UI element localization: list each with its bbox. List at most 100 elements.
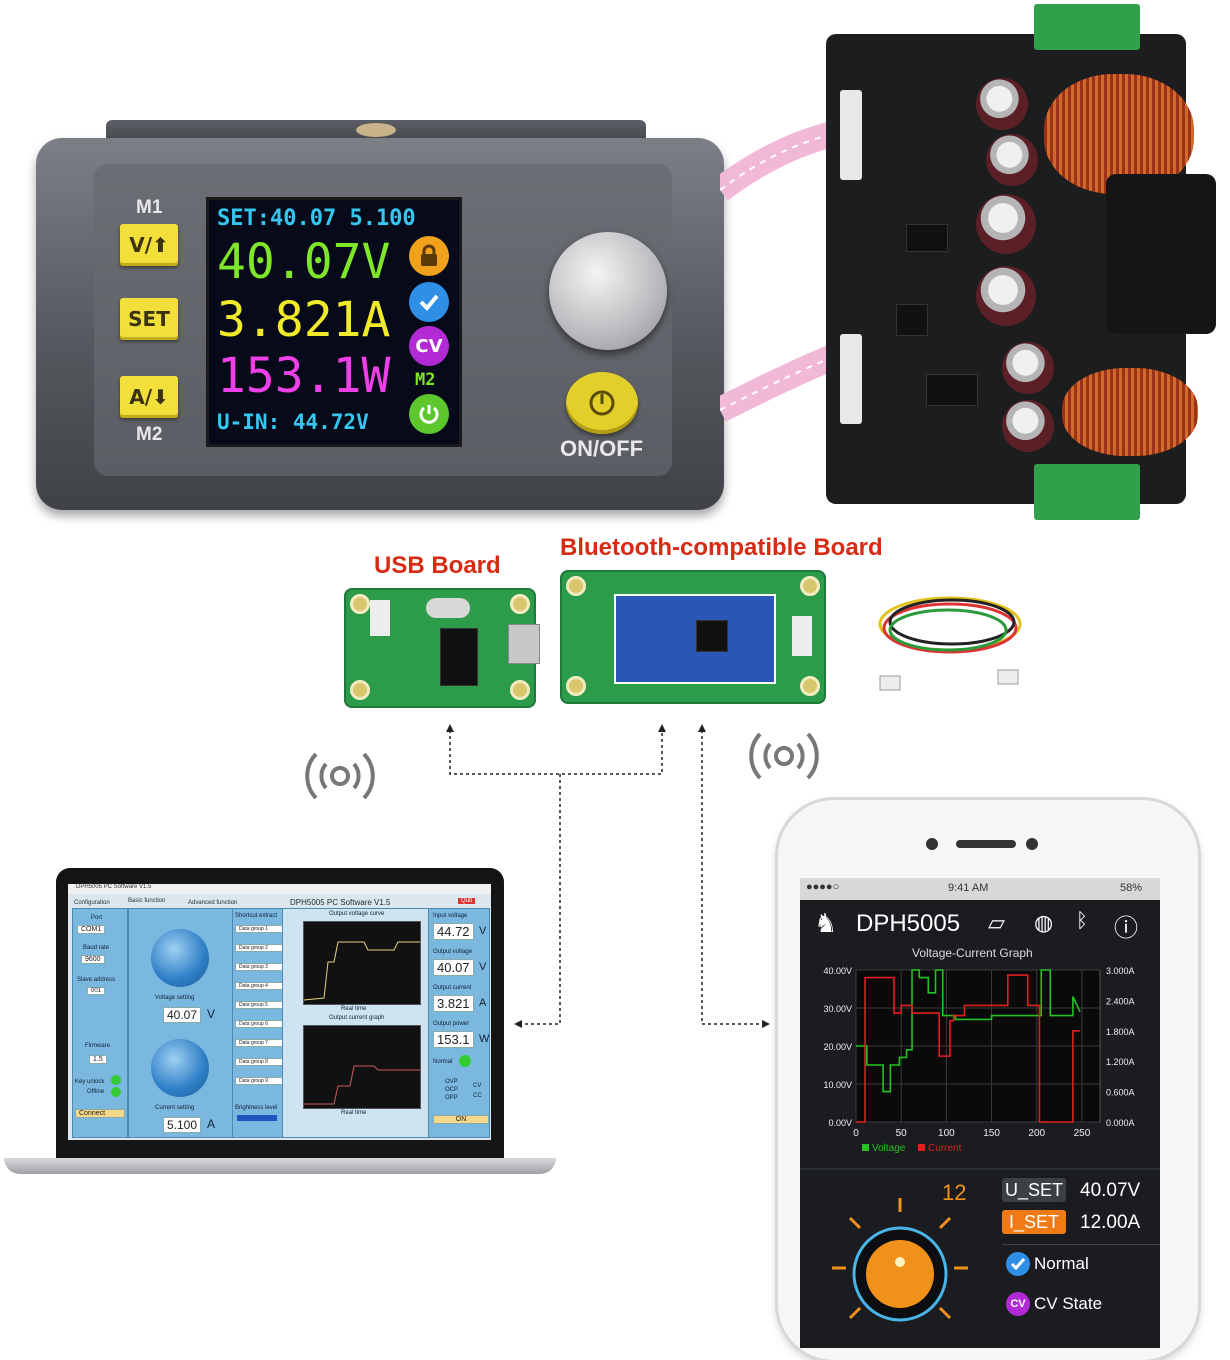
on-off-button[interactable] [566,372,638,434]
normal-label: Normal [433,1059,453,1065]
set-button[interactable]: SET [120,298,178,340]
data-group-button[interactable]: Data group 7 [235,1039,283,1047]
y-right-tick-label: 0.600A [1106,1088,1135,1098]
lcd-memory-label: M2 [415,370,436,390]
x-tick-label: 200 [1028,1128,1045,1139]
current-setting-input[interactable]: 5.100 [163,1117,202,1133]
x-tick-label: 50 [896,1128,908,1139]
output-on-button[interactable]: ON [433,1115,489,1124]
ocp-label: OCP [445,1087,459,1093]
quit-button[interactable]: Quit [458,898,476,904]
slave-label: Slave address [77,977,116,983]
tab-basic-function[interactable]: Basic function [128,898,166,904]
legend-swatch-voltage [862,1144,869,1151]
window-titlebar: DPH5005 PC Software V1.5 [68,884,491,894]
bluetooth-icon[interactable]: ᛒ [1076,910,1088,932]
cv-icon: CV [1006,1292,1030,1316]
connect-button[interactable]: Connect [75,1109,125,1118]
bluetooth-board-label: Bluetooth-compatible Board [560,534,883,561]
status-bar: ●●●●○ 9:41 AM 58% [800,878,1160,900]
y-left-tick-label: 0.00V [828,1118,852,1128]
pc-software-window: DPH5005 PC Software V1.5 Configuration B… [68,884,491,1140]
connection-arrows [446,724,770,1028]
output-voltage-label: Output voltage [433,949,473,955]
capacitor [1002,342,1054,394]
current-setting-label: Current setting [155,1105,195,1111]
crystal [426,598,470,618]
module-screw [356,123,396,137]
input-voltage-value: 44.72 [433,923,474,940]
bluetooth-board [560,570,826,704]
voltage-setting-label: Voltage setting [155,995,195,1001]
info-icon[interactable]: ⓘ [1114,915,1138,942]
lcd-set-line: SET:40.07 5.100 [217,206,416,231]
lock-icon [409,236,449,276]
data-group-button[interactable]: Data group 4 [235,982,283,990]
laptop-base [4,1158,556,1174]
power-on-icon [409,394,449,434]
y-left-tick-label: 10.00V [823,1080,852,1090]
power-icon [589,390,615,416]
small-inductor [1062,368,1198,456]
plot1-title: Output voltage curve [329,911,385,917]
pin-header [370,600,390,636]
adjust-dial-area: 12 [810,1178,990,1348]
lcd-power: 153.1W [217,348,391,404]
current-down-button[interactable]: A/⬇ [120,376,178,418]
u-set-value[interactable]: 40.07V [1080,1180,1141,1201]
output-power-value: 153.1 [433,1031,474,1048]
current-dial[interactable] [151,1039,209,1097]
baud-select[interactable]: 9600 [81,955,105,964]
globe-icon[interactable]: ◍ [1034,910,1054,935]
y-right-tick-label: 2.400A [1106,996,1135,1006]
adjust-knob[interactable] [549,232,667,350]
usb-board-label: USB Board [374,552,501,579]
data-group-button[interactable]: Data group 3 [235,963,283,971]
data-group-button[interactable]: Data group 6 [235,1020,283,1028]
status-led [111,1075,121,1085]
ic-chip [896,304,928,336]
tab-advanced-function[interactable]: Advanced function [188,900,238,906]
voltage-setting-input[interactable]: 40.07 [163,1007,202,1023]
slave-input[interactable]: 001 [87,987,106,995]
app-title: DPH5005 PC Software V1.5 [290,898,391,907]
output-current-value: 3.821 [433,995,474,1012]
u-set-label: U_SET [1002,1178,1066,1202]
legend-current: Current [928,1143,962,1154]
usb-board [344,588,540,708]
phone-speaker [956,840,1016,848]
tab-configuration[interactable]: Configuration [74,900,110,906]
data-group-button[interactable]: Data group 2 [235,944,283,952]
signal-strength: ●●●●○ [806,881,840,893]
opp-label: OPP [445,1095,458,1101]
data-group-button[interactable]: Data group 1 [235,925,283,933]
output-current-unit: A [479,997,487,1009]
capacitor [976,194,1036,254]
bluetooth-module [614,594,776,684]
y-left-tick-label: 40.00V [823,966,852,976]
connection-cable [878,596,1022,691]
brightness-slider[interactable] [237,1115,277,1121]
phone-sensor [1026,838,1038,850]
legend-voltage: Voltage [872,1143,906,1154]
protection-state-label: Normal [1034,1254,1089,1273]
m2-label: M2 [136,424,163,445]
voltage-unit: V [207,1007,216,1021]
voltage-up-button[interactable]: V/⬆ [120,224,178,266]
plot1-xlabel: Real time [341,1006,367,1012]
data-group-button[interactable]: Data group 9 [235,1077,283,1085]
folder-icon[interactable]: ▱ [988,910,1005,935]
battery-level: 58% [1120,882,1143,894]
mount-hole [510,680,530,700]
port-select[interactable]: COM1 [77,925,106,934]
voltage-dial[interactable] [151,929,209,987]
y-left-tick-label: 30.00V [823,1004,852,1014]
data-group-button[interactable]: Data group 5 [235,1001,283,1009]
y-left-tick-label: 20.00V [823,1042,852,1052]
i-set-value[interactable]: 12.00A [1080,1212,1141,1233]
brightness-label: Brightness level [235,1105,278,1111]
main-circuit-board [826,4,1216,520]
data-group-button[interactable]: Data group 8 [235,1058,283,1066]
